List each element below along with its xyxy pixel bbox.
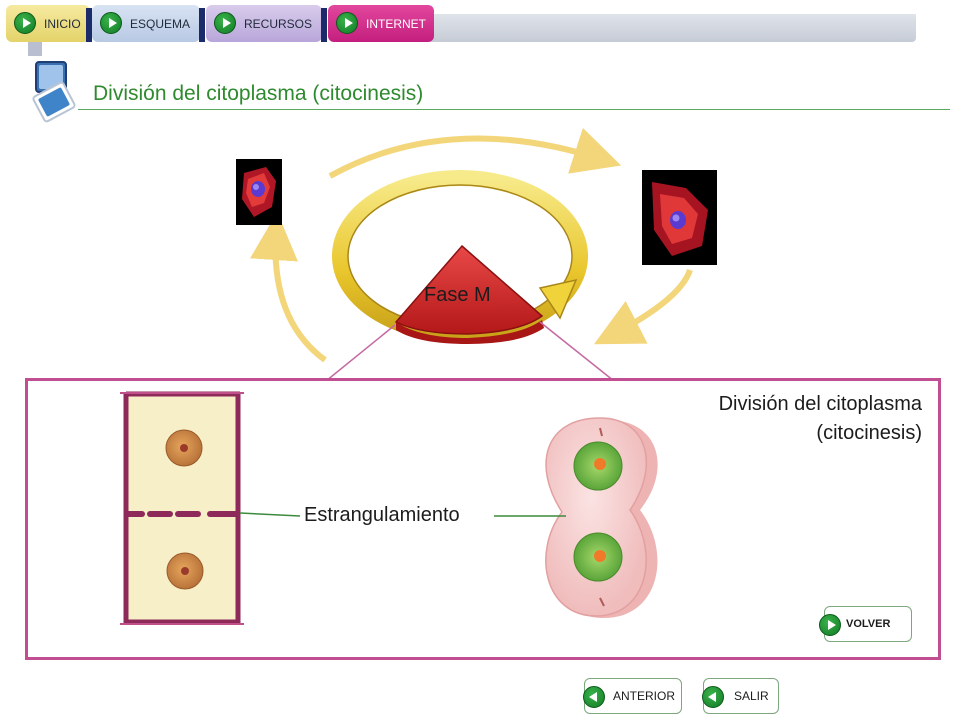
cycle-arrow-right [593, 268, 693, 345]
nav-tab-esquema[interactable]: ESQUEMA [92, 5, 200, 42]
animal-cell-dividing [545, 417, 658, 618]
play-icon [14, 12, 36, 34]
anterior-label: ANTERIOR [613, 689, 676, 703]
nav-separator [321, 8, 327, 42]
nav-separator [199, 8, 205, 42]
cell-micrograph [642, 170, 717, 265]
panel-title-line1: División del citoplasma [718, 393, 922, 415]
salir-button[interactable]: SALIR [702, 678, 779, 714]
nav-tab-recursos[interactable]: RECURSOS [206, 5, 322, 42]
cycle-arrow-left [250, 212, 327, 363]
volver-label: VOLVER [846, 618, 891, 630]
nav-tab-label: RECURSOS [244, 16, 313, 31]
back-arrow-icon [702, 686, 724, 708]
constriction-label: Estrangulamiento [304, 504, 460, 526]
nav-decoration [28, 42, 42, 56]
anterior-button[interactable]: ANTERIOR [583, 678, 682, 714]
zoom-line-right [539, 321, 615, 382]
volver-button[interactable]: VOLVER [819, 606, 912, 642]
nav-tab-internet[interactable]: INTERNET [328, 5, 434, 42]
nav-tab-inicio[interactable]: INICIO [6, 5, 90, 42]
page-title: División del citoplasma (citocinesis) [93, 82, 424, 105]
nav-tab-label: ESQUEMA [130, 16, 191, 31]
play-icon [214, 12, 236, 34]
phase-label: Fase M [424, 284, 491, 306]
nav-separator [86, 8, 92, 42]
panel-title-line2: (citocinesis) [816, 422, 922, 444]
play-icon [819, 614, 841, 636]
micrograph-image [242, 167, 276, 217]
play-icon [336, 12, 358, 34]
ring-arrow-head [538, 278, 578, 320]
nav-track [430, 14, 916, 42]
title-divider [78, 109, 950, 110]
top-navigation: INICIO ESQUEMA RECURSOS INTERNET [0, 0, 960, 56]
zoom-line-left [325, 324, 396, 382]
cell-micrograph [236, 159, 282, 225]
plant-cells [120, 391, 244, 625]
m-phase-sector [394, 244, 544, 335]
nav-tab-label: INTERNET [366, 16, 426, 31]
slides-icon [32, 61, 76, 123]
label-leader-left [239, 512, 301, 517]
salir-label: SALIR [734, 689, 769, 703]
back-arrow-icon [583, 686, 605, 708]
micrograph-image [652, 182, 708, 256]
cycle-arrow-top [328, 127, 622, 179]
play-icon [100, 12, 122, 34]
nav-tab-label: INICIO [44, 16, 81, 31]
